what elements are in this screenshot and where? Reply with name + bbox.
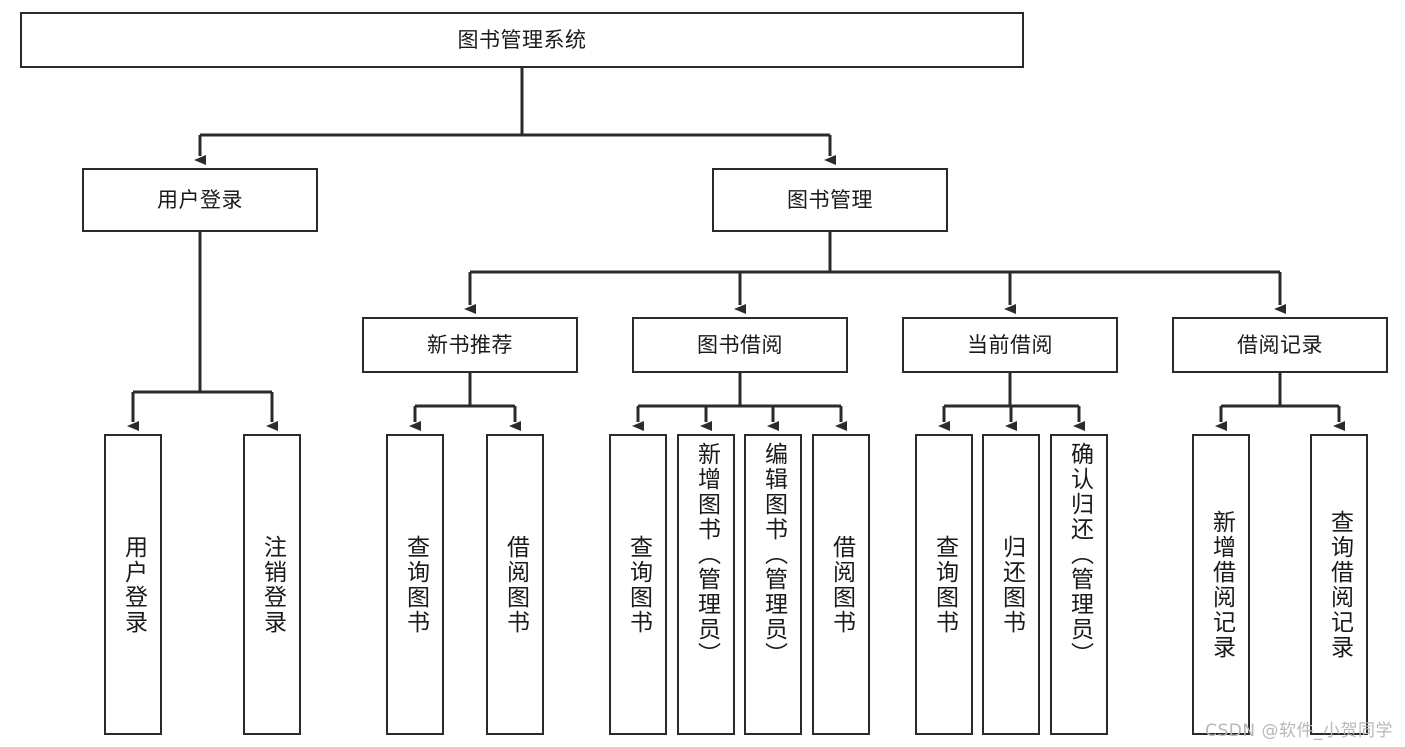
- node-new-book-recommend[interactable]: 新书推荐: [362, 317, 578, 373]
- node-leaf-query-record[interactable]: 查询借阅记录: [1310, 434, 1368, 735]
- node-book-manage[interactable]: 图书管理: [712, 168, 948, 232]
- node-leaf-logout[interactable]: 注销登录: [243, 434, 301, 735]
- watermark-text: CSDN @软件_小贺同学: [1205, 721, 1393, 741]
- node-leaf-borrow-book-rec[interactable]: 借阅图书: [486, 434, 544, 735]
- node-leaf-query-book-rec[interactable]: 查询图书: [386, 434, 444, 735]
- node-leaf-return-book-label: 归还图书: [998, 534, 1025, 635]
- node-leaf-logout-label: 注销登录: [259, 534, 286, 635]
- node-leaf-edit-book[interactable]: 编辑图书（管理员）: [744, 434, 802, 735]
- node-root[interactable]: 图书管理系统: [20, 12, 1024, 68]
- node-leaf-edit-book-label: 编辑图书（管理员）: [760, 442, 787, 667]
- node-leaf-add-book[interactable]: 新增图书（管理员）: [677, 434, 735, 735]
- node-leaf-borrow-book[interactable]: 借阅图书: [812, 434, 870, 735]
- node-leaf-query-book-current[interactable]: 查询图书: [915, 434, 973, 735]
- node-book-manage-label: 图书管理: [787, 187, 873, 212]
- node-current-borrow-label: 当前借阅: [967, 332, 1053, 357]
- node-root-label: 图书管理系统: [457, 27, 587, 52]
- node-leaf-query-book-current-label: 查询图书: [931, 534, 958, 635]
- node-book-borrow-label: 图书借阅: [697, 332, 783, 357]
- node-leaf-borrow-book-rec-label: 借阅图书: [502, 534, 529, 635]
- node-leaf-add-record-label: 新增借阅记录: [1208, 509, 1235, 660]
- node-leaf-user-login[interactable]: 用户登录: [104, 434, 162, 735]
- node-user-login[interactable]: 用户登录: [82, 168, 318, 232]
- node-leaf-query-book-borrow-label: 查询图书: [625, 534, 652, 635]
- node-leaf-add-book-label: 新增图书（管理员）: [693, 442, 720, 667]
- node-leaf-return-book[interactable]: 归还图书: [982, 434, 1040, 735]
- node-leaf-user-login-label: 用户登录: [120, 534, 147, 635]
- node-user-login-label: 用户登录: [157, 187, 243, 212]
- node-new-book-recommend-label: 新书推荐: [427, 332, 513, 357]
- node-leaf-query-book-rec-label: 查询图书: [402, 534, 429, 635]
- node-current-borrow[interactable]: 当前借阅: [902, 317, 1118, 373]
- node-leaf-confirm-return[interactable]: 确认归还（管理员）: [1050, 434, 1108, 735]
- node-leaf-add-record[interactable]: 新增借阅记录: [1192, 434, 1250, 735]
- node-leaf-query-record-label: 查询借阅记录: [1326, 509, 1353, 660]
- node-book-borrow[interactable]: 图书借阅: [632, 317, 848, 373]
- node-leaf-confirm-return-label: 确认归还（管理员）: [1066, 442, 1093, 667]
- node-leaf-query-book-borrow[interactable]: 查询图书: [609, 434, 667, 735]
- node-borrow-record[interactable]: 借阅记录: [1172, 317, 1388, 373]
- node-leaf-borrow-book-label: 借阅图书: [828, 534, 855, 635]
- node-borrow-record-label: 借阅记录: [1237, 332, 1323, 357]
